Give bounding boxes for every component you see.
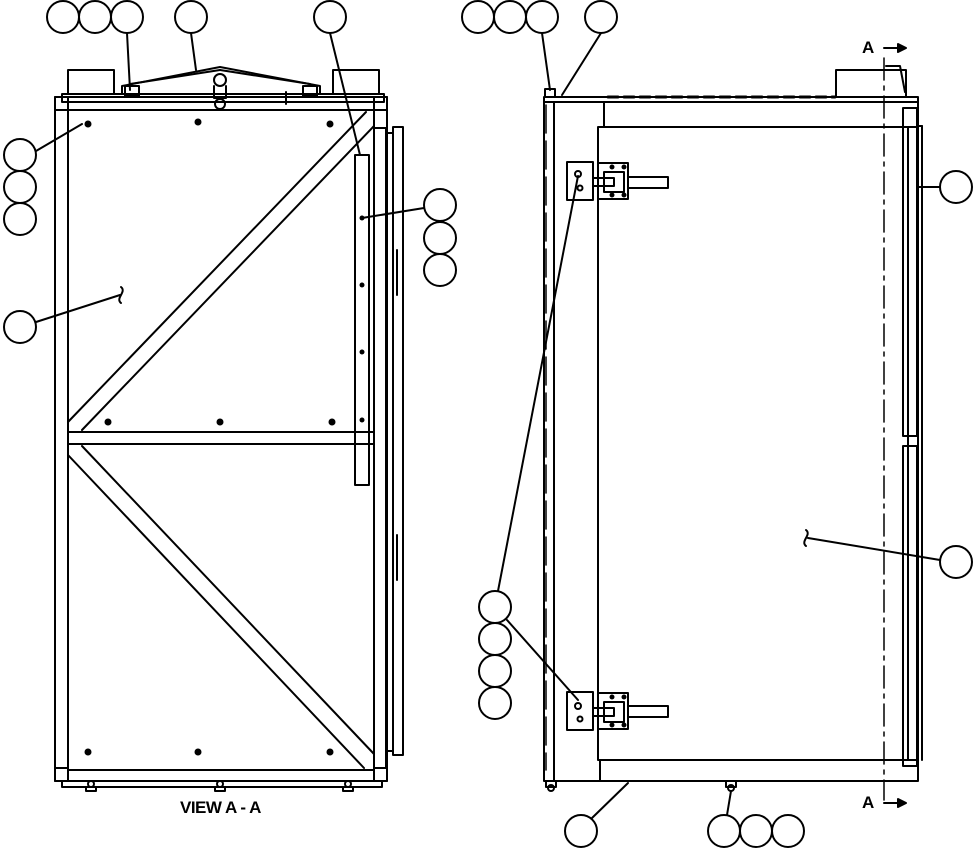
right-view-cabinet xyxy=(543,43,923,808)
view-label: VIEW A - A xyxy=(180,798,261,817)
left-view-frame xyxy=(54,66,404,792)
left-view-callouts xyxy=(3,0,457,344)
right-view-latch-bolts xyxy=(609,164,627,728)
right-view-latches xyxy=(566,161,669,731)
right-view-callouts xyxy=(461,0,973,848)
left-view-bolts xyxy=(84,118,365,756)
section-label-bottom: A xyxy=(862,793,875,812)
section-label-top: A xyxy=(862,38,875,57)
